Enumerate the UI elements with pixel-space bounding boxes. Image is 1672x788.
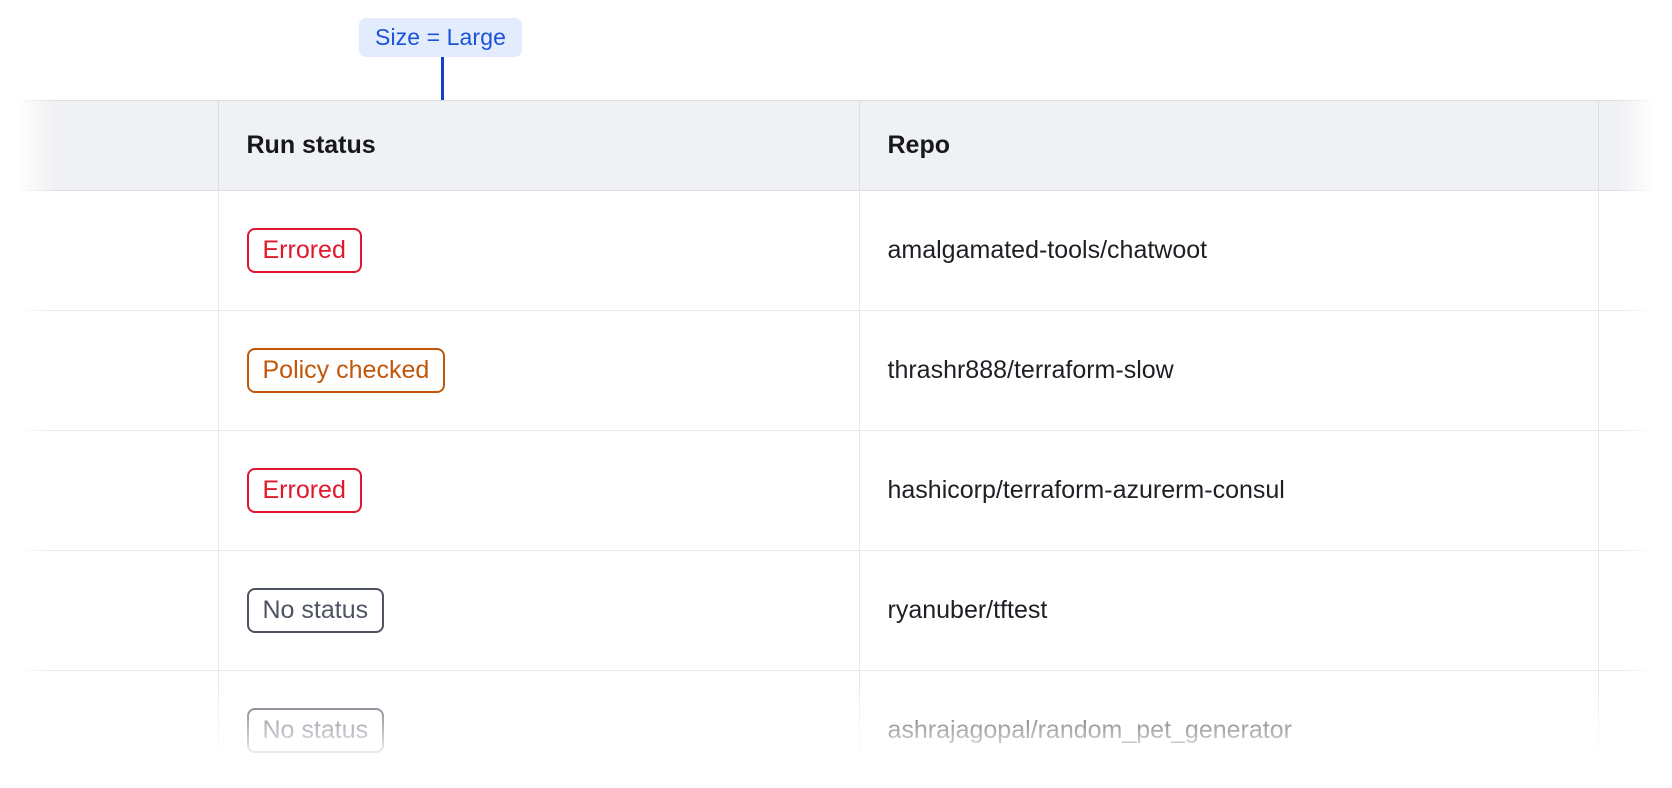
table-header-spacer [0, 100, 50, 191]
cell-repo[interactable]: thrashr888/terraform-slow [859, 310, 1599, 431]
cell-repo[interactable]: hashicorp/terraform-azurerm-consul [859, 430, 1599, 551]
table-row[interactable]: Errored amalgamated-tools/chatwoot [0, 190, 1672, 311]
row-end-spacer-cell [1598, 430, 1672, 551]
row-end-spacer-cell [1598, 310, 1672, 431]
annotation-label: Size = Large [375, 24, 506, 50]
column-header-blank[interactable] [50, 100, 219, 191]
cell-run-status: No status [218, 550, 860, 671]
table-row[interactable]: No status ashrajagopal/random_pet_generat… [0, 670, 1672, 788]
runs-table: Run status Repo Errored amalgamated-tools… [0, 100, 1672, 788]
row-end-spacer-cell [1598, 670, 1672, 788]
table-header: Run status Repo [0, 100, 1672, 191]
status-badge[interactable]: No status [246, 708, 385, 753]
row-blank-cell [50, 670, 219, 788]
row-spacer-cell [0, 310, 50, 431]
row-end-spacer-cell [1598, 190, 1672, 311]
table-header-row: Run status Repo [0, 100, 1672, 191]
table-row[interactable]: Policy checked thrashr888/terraform-slow [0, 310, 1672, 431]
cell-run-status: Errored [218, 430, 860, 551]
status-badge[interactable]: Errored [246, 228, 362, 273]
column-header-repo[interactable]: Repo [859, 100, 1599, 191]
runs-table-container: Run status Repo Errored amalgamated-tools… [0, 100, 1672, 788]
table-row[interactable]: Errored hashicorp/terraform-azurerm-consu… [0, 430, 1672, 551]
row-spacer-cell [0, 190, 50, 311]
status-badge[interactable]: Errored [246, 468, 362, 513]
table-header-end-spacer [1598, 100, 1672, 191]
annotation-callout-size-large: Size = Large [359, 18, 522, 57]
cell-run-status: Errored [218, 190, 860, 311]
cell-repo[interactable]: ryanuber/tftest [859, 550, 1599, 671]
cell-run-status: No status [218, 670, 860, 788]
cell-run-status: Policy checked [218, 310, 860, 431]
cell-repo[interactable]: ashrajagopal/random_pet_generator [859, 670, 1599, 788]
row-spacer-cell [0, 670, 50, 788]
row-end-spacer-cell [1598, 550, 1672, 671]
status-badge[interactable]: Policy checked [246, 348, 446, 393]
table-row[interactable]: No status ryanuber/tftest [0, 550, 1672, 671]
row-blank-cell [50, 550, 219, 671]
row-blank-cell [50, 310, 219, 431]
row-spacer-cell [0, 430, 50, 551]
cell-repo[interactable]: amalgamated-tools/chatwoot [859, 190, 1599, 311]
row-blank-cell [50, 430, 219, 551]
row-blank-cell [50, 190, 219, 311]
status-badge[interactable]: No status [246, 588, 385, 633]
row-spacer-cell [0, 550, 50, 671]
column-header-run-status[interactable]: Run status [218, 100, 860, 191]
